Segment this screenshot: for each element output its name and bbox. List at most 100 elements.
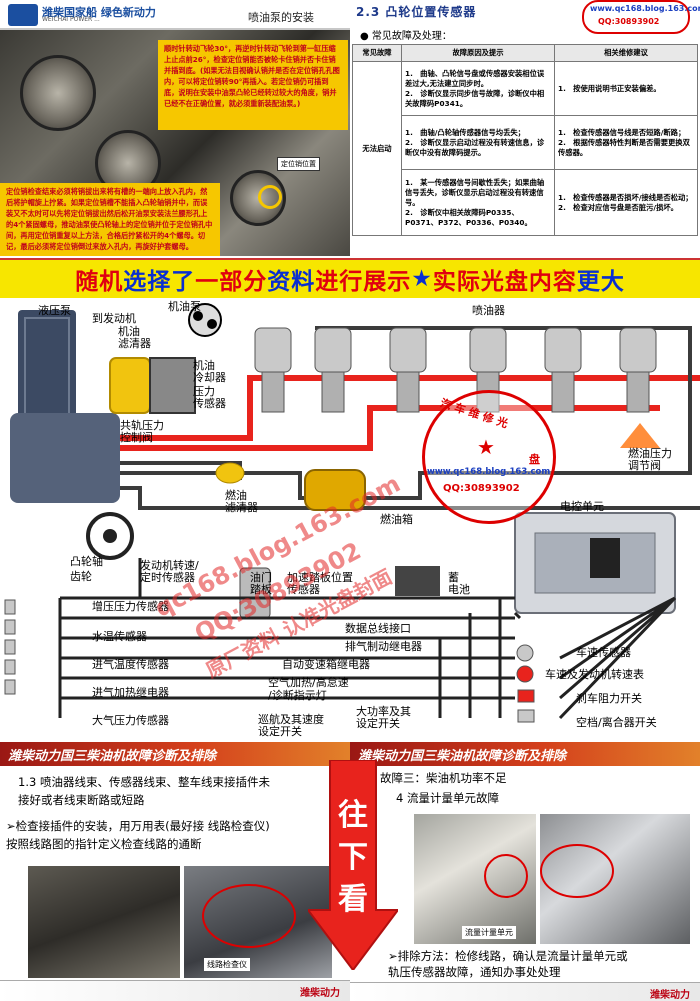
- engine-photo: [28, 866, 180, 978]
- page-header: 潍柴动力国三柴油机故障诊断及排除: [0, 742, 350, 766]
- oil-pump-label: 机油泵: [168, 298, 201, 314]
- watermark-stamp: 汽 车 维 修 光 ★ 盘 www.qc168.blog.163.com QQ:…: [422, 390, 556, 524]
- oil-filter-shape: [110, 358, 150, 413]
- stamp-qq: QQ:30893902: [443, 483, 520, 494]
- fix-cell: 1. 检查传感器是否损坏/接线是否松动； 2. 检查对应信号盘是否脏污/损坏。: [555, 170, 698, 236]
- cause-cell: 1. 某一传感器信号间歇性丢失；如果曲轴信号丢失，诊断仪显示启动过程没有转速信号…: [402, 170, 555, 236]
- table-header-row: 常见故障 故障原因及提示 相关维修建议: [353, 45, 698, 62]
- page-footer: 潍柴动力: [0, 980, 350, 1001]
- section-title: 2.3 凸轮位置传感器: [356, 3, 476, 20]
- hydraulic-pump-label: 液压泵: [38, 302, 71, 318]
- atm-pressure-label: 大气压力传感器: [92, 712, 169, 728]
- fault-table: 常见故障 故障原因及提示 相关维修建议 无法启动 1. 曲轴、凸轮信号盘或传感器…: [352, 44, 698, 236]
- rail-pressure-valve-label: 共轨压力 控制阀: [120, 420, 164, 444]
- battery-icon: [395, 566, 440, 596]
- arrow-text: 往下看: [332, 795, 374, 921]
- high-pressure-pump-shape: [10, 413, 120, 503]
- weichai-logo-icon: [8, 4, 38, 26]
- install-note-top: 顺时针转动飞轮30°，再逆时针转动飞轮到第一缸压缩上止点前26°，检查定位销能否…: [158, 40, 348, 130]
- highlight-circle-icon: [484, 854, 528, 898]
- banner-text: 选择了: [123, 262, 195, 296]
- power-fault-page: 潍柴动力国三柴油机故障诊断及排除 故障三：柴油机功率不足 4 流量计量单元故障 …: [350, 742, 700, 1000]
- oil-cooler-shape: [150, 358, 195, 413]
- promo-banner: 随机 选择了 一部分 资料 进行展示 ★ 实际光盘内容 更大: [0, 258, 700, 300]
- data-bus-label: 数据总线接口: [345, 620, 411, 636]
- ecu-label: 电控单元: [560, 498, 604, 514]
- fix-cell: 1. 按使用说明书正安装偏差。: [555, 62, 698, 116]
- camshaft-label: 凸轮轴: [70, 553, 103, 569]
- header-title: 潍柴动力国三柴油机故障诊断及排除: [8, 745, 216, 764]
- column-header: 相关维修建议: [555, 45, 698, 62]
- cruise-label: 巡航及其速度 设定开关: [258, 714, 324, 738]
- pump-photo: 流量计量单元: [414, 814, 536, 944]
- oil-cooler-label: 机油 冷却器: [193, 360, 226, 384]
- intake-temp-label: 进气温度传感器: [92, 656, 169, 672]
- text-line: 接好或者线束断路或短路: [18, 792, 145, 809]
- power-switch-label: 大功率及其 设定开关: [356, 706, 411, 730]
- stamp-top-text: 汽 车 维 修 光: [438, 395, 510, 432]
- gear-label: 齿轮: [70, 568, 92, 584]
- vehicle-speed-label: 车速传感器: [576, 644, 631, 660]
- exhaust-brake-label: 排气制动继电器: [345, 638, 422, 654]
- banner-text: 进行展示: [315, 262, 411, 296]
- fuel-filter-label: 燃油 滤清器: [225, 490, 258, 514]
- air-heat-label: 空气加热/高怠速 /诊断指示灯: [268, 676, 349, 702]
- to-engine-label: 到发动机: [92, 310, 136, 326]
- cause-cell: 1. 曲轴/凸轮轴传感器信号均丢失； 2. 诊断仪显示启动过程没有转速信息，诊断…: [402, 116, 555, 170]
- text-line: 按照线路图的指针定义检查线路的通断: [6, 836, 202, 853]
- footer-logo: 潍柴动力: [650, 986, 690, 1001]
- text-line: 故障三：柴油机功率不足: [380, 770, 507, 787]
- injector-icon: [620, 328, 656, 412]
- page-header: 潍柴动力国三柴油机故障诊断及排除: [350, 742, 700, 766]
- photo-label: 线路检查仪: [204, 958, 250, 971]
- logo-subtext: WEICHAI POWER ...: [42, 16, 100, 23]
- banner-text: 一部分: [195, 262, 267, 296]
- cam-sensor-page: 2.3 凸轮位置传感器 www.qc168.blog.163.com QQ:30…: [350, 0, 700, 256]
- fuel-tank-label: 燃油箱: [380, 511, 413, 527]
- banner-text: 实际光盘内容: [433, 262, 577, 296]
- arrow-label: 往下看: [332, 795, 374, 921]
- text-line: ➢排除方法：检修线路，确认是流量计量单元或: [388, 948, 628, 965]
- banner-text: 随机: [75, 262, 123, 296]
- fix-cell: 1. 检查传感器信号线是否短路/断路； 2. 根据传感器特性判断是否需要更换双传…: [555, 116, 698, 170]
- photo-label: 流量计量单元: [462, 926, 516, 939]
- injector-icon: [545, 328, 581, 412]
- text-line: 1.3 喷油器线束、传感器线束、整车线束接插件未: [18, 774, 270, 791]
- install-note-bottom: 定位销检查结束必须将销拔出来将有槽的一端向上放入孔内，然后将护帽旋上拧紧。如果定…: [0, 183, 220, 256]
- page-footer: 潍柴动力: [350, 982, 700, 1001]
- injector-label: 喷油器: [472, 302, 505, 318]
- injector-icon: [255, 328, 291, 412]
- stamp-url: www.qc168.blog.163.com: [590, 4, 700, 13]
- clutch-switch-label: 空档/离合器开关: [576, 714, 657, 730]
- flow-unit-photo: [540, 814, 690, 944]
- pressure-sensor-label: 压力 传感器: [193, 386, 226, 410]
- star-icon: ★: [411, 266, 433, 292]
- highlight-circle-icon: [540, 844, 614, 898]
- text-line: 轨压传感器故障，通知办事处处理: [388, 964, 561, 981]
- fault-name-cell: 无法启动: [353, 62, 402, 236]
- column-header: 故障原因及提示: [402, 45, 555, 62]
- text-line: ➢检查接插件的安装，用万用表(最好接 线路检查仪): [6, 818, 270, 835]
- stamp-url: www.qc168.blog.163.com: [427, 467, 550, 477]
- oil-filter-label: 机油 滤清器: [118, 326, 151, 350]
- injector-icon: [390, 328, 426, 412]
- battery-label: 蓄 电池: [448, 572, 470, 596]
- pin-highlight-icon: [258, 185, 282, 209]
- section-subtitle: ● 常见故障及处理：: [360, 27, 452, 42]
- pin-position-label: 定位销位置: [277, 157, 320, 171]
- stamp-side-text: 盘: [529, 451, 540, 467]
- text-line: 4 流量计量单元故障: [396, 790, 499, 807]
- spray-icon: [620, 423, 660, 448]
- fuel-pressure-valve-label: 燃油压力 调节阀: [628, 448, 672, 472]
- water-temp-label: 水温传感器: [92, 628, 147, 644]
- column-header: 常见故障: [353, 45, 402, 62]
- stamp-qq: QQ:30893902: [598, 17, 659, 26]
- watermark-stamp: www.qc168.blog.163.com QQ:30893902: [582, 0, 690, 34]
- fuel-filter-icon: [216, 463, 244, 483]
- speed-sensors-label: 车速及发动机转速表: [545, 666, 644, 682]
- gear-icon: [20, 55, 96, 131]
- injector-icon: [315, 328, 351, 412]
- banner-text: 资料: [267, 262, 315, 296]
- page-title: 喷油泵的安装: [248, 9, 314, 25]
- wiring-check-page: 潍柴动力国三柴油机故障诊断及排除 1.3 喷油器线束、传感器线束、整车线束接插件…: [0, 742, 350, 1000]
